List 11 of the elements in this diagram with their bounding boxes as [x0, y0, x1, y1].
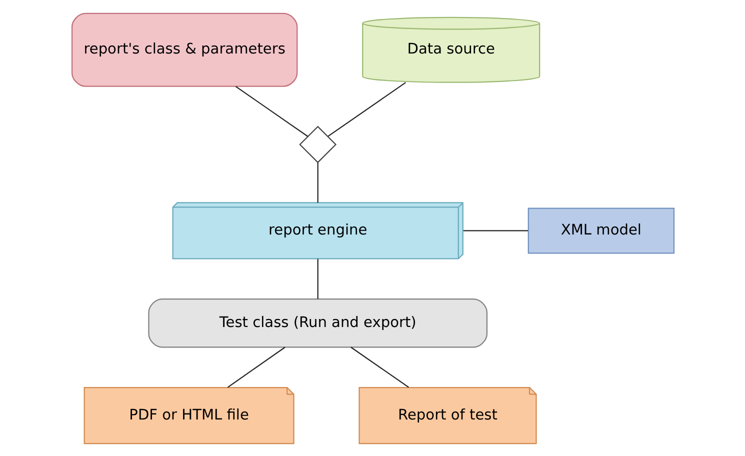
node-box: XML model: [527, 207, 674, 254]
node-diamond: [298, 125, 336, 163]
connector: [462, 230, 528, 231]
connector: [350, 346, 408, 388]
connector: [316, 162, 318, 202]
connector: [226, 346, 285, 388]
node-box: report's class & parameters: [70, 12, 298, 86]
connector: [234, 86, 308, 136]
connector: [316, 258, 318, 298]
connector: [327, 82, 406, 136]
node-box: Test class (Run and export): [148, 298, 487, 348]
